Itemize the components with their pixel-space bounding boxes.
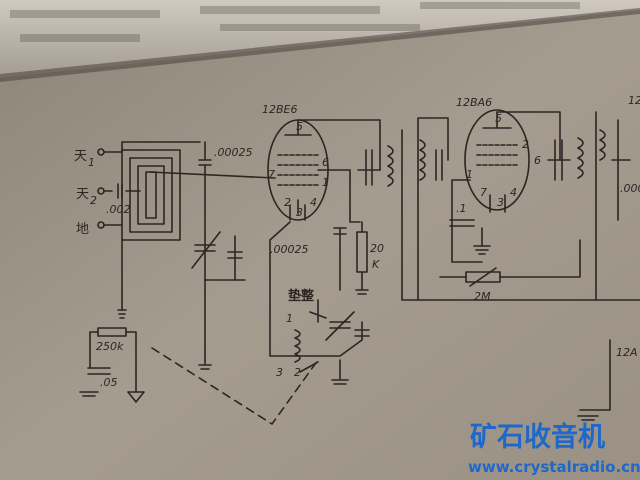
trimmer-label: 垫整 — [288, 288, 315, 304]
terminal-sub-2: 2 — [90, 194, 97, 207]
tube-label-bottom: 12A — [616, 346, 638, 359]
antenna-wire-1 — [103, 141, 201, 153]
pin-label: 4 — [310, 196, 317, 209]
terminal-label-ant2: 天 — [76, 187, 89, 202]
ba6-cap-ground — [449, 219, 491, 255]
watermark-title: 矿石收音机 — [470, 421, 605, 453]
terminal-ground — [97, 221, 105, 229]
cap-label-ant: .002 — [106, 203, 131, 216]
terminal-sub-1: 1 — [88, 156, 95, 169]
gang-link — [151, 347, 319, 425]
pin-label: 2 — [284, 196, 291, 209]
cathode-wire — [269, 221, 311, 357]
pin-label: 1 — [322, 176, 329, 189]
pin-label: 6 — [322, 156, 329, 169]
pin-label: 1 — [466, 168, 473, 181]
tube-label-left: 12BE6 — [262, 103, 298, 116]
pin-label: 3 — [276, 366, 283, 379]
pin-label: 3 — [296, 206, 303, 219]
antenna-wire-2 — [103, 183, 141, 199]
cap-label-bottom: .05 — [100, 376, 118, 389]
cap-label-top: .00025 — [214, 146, 253, 159]
pin-label: 5 — [296, 120, 303, 133]
page-gutter-shadow — [0, 8, 640, 82]
pin-label: 2 — [294, 366, 301, 379]
terminal-label-ant1: 天 — [74, 149, 87, 164]
page — [0, 10, 640, 480]
ground-symbol-2 — [198, 359, 212, 370]
pin-label: 6 — [534, 154, 541, 167]
res-label-bias: 250k — [96, 340, 124, 353]
variable-capacitor-1 — [191, 231, 246, 281]
agc-resistor — [439, 239, 581, 287]
plate-wire — [297, 119, 381, 171]
grid-bus — [149, 171, 276, 179]
cap-label-right: .000 — [620, 182, 640, 195]
ba6-grid-wire — [451, 179, 483, 263]
pin-label: 2 — [522, 138, 529, 151]
terminal-ant2 — [97, 187, 105, 195]
terminal-label-ground: 地 — [76, 222, 89, 237]
cap-label-osc: .00025 — [270, 243, 309, 256]
tube-12ba6 — [464, 109, 530, 213]
res-label-grid: 20 — [370, 242, 384, 255]
if-transformer-1 — [357, 129, 640, 301]
pin-label: 7 — [268, 168, 275, 181]
ba6-plate-wire — [496, 111, 561, 161]
pin-label: 3 — [497, 196, 504, 209]
if1-secondary-wire — [417, 117, 449, 301]
watermark-url: www.crystalradio.cn — [468, 458, 640, 476]
tube-label-right: 12BA6 — [456, 96, 492, 109]
pin-label: 1 — [286, 312, 293, 325]
cap-label-if: .1 — [456, 202, 467, 215]
screen-wire — [317, 169, 361, 223]
if-transformer-1-secondary — [419, 139, 443, 181]
if-transformer-2 — [547, 111, 631, 301]
cap-top-branch — [198, 141, 212, 361]
previous-page-text — [10, 2, 580, 42]
bias-network — [79, 327, 145, 403]
pin-label: 5 — [495, 112, 502, 125]
ground-symbol-1 — [117, 309, 127, 319]
oscillator-section — [294, 221, 370, 385]
pin-label: 7 — [480, 186, 487, 199]
lower-right-wire — [577, 339, 611, 421]
res-label-grid-unit: K — [372, 258, 380, 271]
terminal-ant1 — [97, 148, 105, 156]
pin-label: 4 — [510, 186, 517, 199]
res-label-agc: 2M — [474, 290, 491, 303]
tube-label-partial: 12 — [628, 94, 640, 107]
